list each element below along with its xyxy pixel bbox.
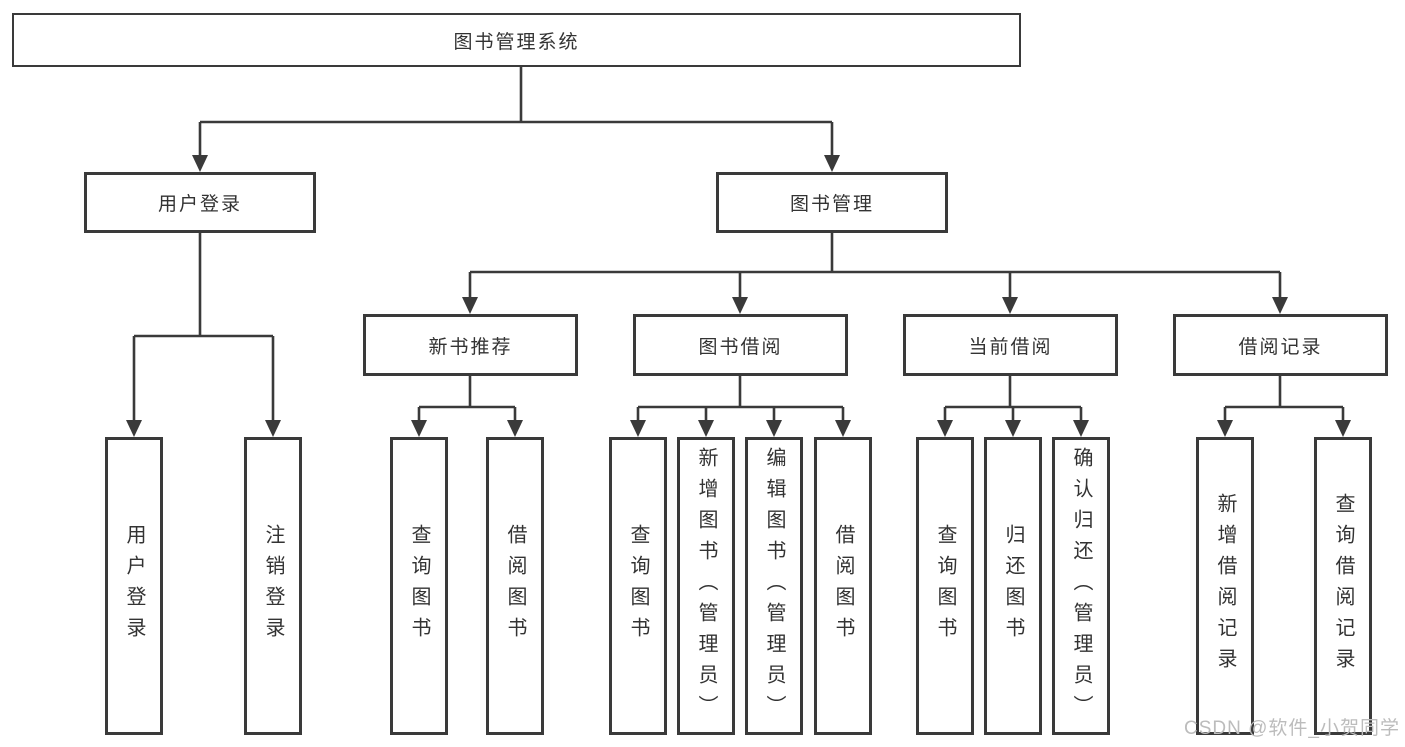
leaf-logout-login: 注销登录: [244, 437, 302, 735]
leaf-query-books-current: 查询图书: [916, 437, 974, 735]
leaf-return-books: 归还图书: [984, 437, 1042, 735]
leaf-user-login: 用户登录: [105, 437, 163, 735]
node-book-borrowing: 图书借阅: [633, 314, 848, 376]
leaf-add-books-admin: 新增图书（管理员）: [677, 437, 735, 735]
leaf-add-borrow-record: 新增借阅记录: [1196, 437, 1254, 735]
node-root-library-management-system: 图书管理系统: [12, 13, 1021, 67]
leaf-query-books-borrowing: 查询图书: [609, 437, 667, 735]
node-borrow-records: 借阅记录: [1173, 314, 1388, 376]
node-current-borrowing: 当前借阅: [903, 314, 1118, 376]
node-book-management-branch: 图书管理: [716, 172, 948, 233]
leaf-edit-books-admin: 编辑图书（管理员）: [745, 437, 803, 735]
leaf-query-borrow-record: 查询借阅记录: [1314, 437, 1372, 735]
node-new-book-recommend: 新书推荐: [363, 314, 578, 376]
leaf-borrow-books-recommend: 借阅图书: [486, 437, 544, 735]
node-user-login-branch: 用户登录: [84, 172, 316, 233]
csdn-watermark: CSDN @软件_小贺同学: [1184, 718, 1400, 739]
leaf-query-books-recommend: 查询图书: [390, 437, 448, 735]
arrowheads: [126, 155, 1351, 437]
leaf-confirm-return-admin: 确认归还（管理员）: [1052, 437, 1110, 735]
leaf-borrow-books: 借阅图书: [814, 437, 872, 735]
